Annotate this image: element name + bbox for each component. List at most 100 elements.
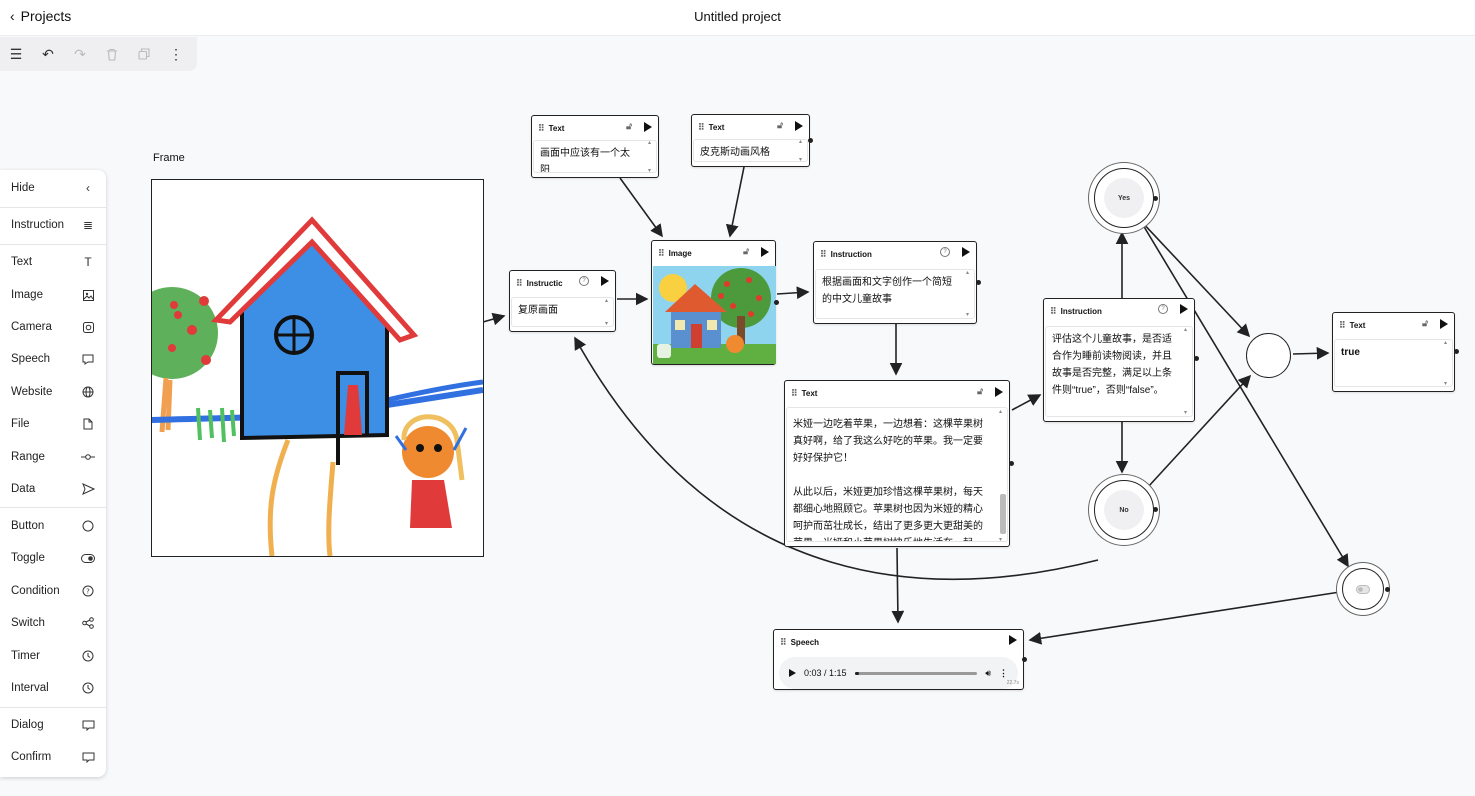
toggle-node[interactable] xyxy=(1342,568,1384,610)
palette-condition[interactable]: Condition? xyxy=(0,577,106,605)
globe-icon xyxy=(81,385,95,399)
redo-icon[interactable]: ↷ xyxy=(74,45,86,62)
share-icon xyxy=(81,616,95,630)
palette-label: Condition xyxy=(11,585,60,597)
palette-label: Interval xyxy=(11,682,49,694)
instruction-content[interactable]: 根据画面和文字创作一个简短的中文儿童故事 xyxy=(815,269,975,319)
palette-website[interactable]: Website xyxy=(0,378,106,406)
volume-icon[interactable]: 🔊︎ xyxy=(985,667,991,678)
drag-handle-icon[interactable]: ⠿ xyxy=(1339,319,1346,330)
instruction-node-restore[interactable]: ⠿ Instructic ? 复原画面 xyxy=(509,270,616,332)
drag-handle-icon[interactable]: ⠿ xyxy=(516,277,523,288)
run-button[interactable] xyxy=(1180,304,1188,314)
palette-label: Speech xyxy=(11,353,51,365)
story-content[interactable]: 米娅一边吃着苹果，一边想着：这棵苹果树真好啊，给了我这么好吃的苹果。我一定要好好… xyxy=(786,407,1008,542)
merge-node[interactable] xyxy=(1246,333,1291,378)
palette-switch[interactable]: Switch xyxy=(0,609,106,637)
trash-icon[interactable] xyxy=(96,37,128,71)
image-node[interactable]: ⠿ Image 🔓︎ xyxy=(651,240,776,365)
run-button[interactable] xyxy=(601,276,609,286)
palette-range[interactable]: Range xyxy=(0,443,106,471)
result-content[interactable]: true xyxy=(1334,339,1453,387)
lock-icon[interactable]: 🔓︎ xyxy=(977,386,983,396)
speech-node[interactable]: ⠿ Speech 0:03 / 1:15 🔊︎ ⋮ 22.7s xyxy=(773,629,1024,690)
help-icon[interactable]: ? xyxy=(1158,304,1168,314)
drag-handle-icon[interactable]: ⠿ xyxy=(1050,305,1057,316)
text-node-result[interactable]: ⠿ Text 🔓︎ true xyxy=(1332,312,1455,392)
more-vertical-icon[interactable]: ⋮ xyxy=(169,45,183,62)
drag-handle-icon[interactable]: ⠿ xyxy=(780,636,787,647)
undo-icon[interactable]: ↶ xyxy=(42,45,54,62)
audio-play-icon[interactable] xyxy=(789,669,796,677)
help-icon[interactable]: ? xyxy=(579,276,589,286)
palette-speech[interactable]: Speech xyxy=(0,345,106,373)
drag-handle-icon[interactable]: ⠿ xyxy=(791,387,798,398)
palette-camera[interactable]: Camera xyxy=(0,313,106,341)
file-icon xyxy=(81,417,95,431)
no-branch-node[interactable]: No xyxy=(1094,480,1154,540)
back-to-projects-button[interactable]: ‹ Projects xyxy=(10,8,71,24)
palette-label: Text xyxy=(11,256,33,268)
palette-instruction[interactable]: Instruction≣ xyxy=(0,211,106,239)
dialog-icon xyxy=(81,718,95,732)
drag-handle-icon[interactable]: ⠿ xyxy=(538,122,545,133)
image-icon xyxy=(81,288,95,302)
instruction-node-story[interactable]: ⠿ Instruction ? 根据画面和文字创作一个简短的中文儿童故事 xyxy=(813,241,977,324)
text-content[interactable]: 皮克斯动画风格 xyxy=(693,139,808,162)
palette-label: Timer xyxy=(11,650,40,662)
drawing-frame[interactable] xyxy=(151,179,484,557)
node-type-label: Text xyxy=(1349,320,1366,330)
palette-image[interactable]: Image xyxy=(0,281,106,309)
palette-hide[interactable]: Hide‹ xyxy=(0,174,106,202)
instruction-node-evaluate[interactable]: ⠿ Instruction ? 评估这个儿童故事，是否适合作为睡前读物阅读，并且… xyxy=(1043,298,1195,422)
lock-icon[interactable]: 🔓︎ xyxy=(1422,318,1428,328)
question-icon: ? xyxy=(81,584,95,598)
audio-progress[interactable] xyxy=(854,671,978,675)
audio-player[interactable]: 0:03 / 1:15 🔊︎ ⋮ xyxy=(779,657,1018,689)
palette-timer[interactable]: Timer xyxy=(0,642,106,670)
text-node-sun[interactable]: ⠿ Text 🔓︎ 画面中应该有一个太阳 xyxy=(531,115,659,178)
palette-label: Image xyxy=(11,289,43,301)
palette-confirm[interactable]: Confirm xyxy=(0,743,106,771)
drag-handle-icon[interactable]: ⠿ xyxy=(698,121,705,132)
lock-icon[interactable]: 🔓︎ xyxy=(626,121,632,131)
instruction-content[interactable]: 复原画面 xyxy=(511,297,614,327)
dialog-icon xyxy=(81,750,95,764)
help-icon[interactable]: ? xyxy=(940,247,950,257)
run-button[interactable] xyxy=(644,121,652,132)
palette-button[interactable]: Button xyxy=(0,512,106,540)
duplicate-icon[interactable] xyxy=(128,37,160,71)
palette-interval[interactable]: Interval xyxy=(0,674,106,702)
run-button[interactable] xyxy=(1009,635,1017,645)
no-label: No xyxy=(1104,490,1144,530)
speech-bubble-icon xyxy=(81,352,95,366)
run-button[interactable] xyxy=(995,386,1003,397)
more-vertical-icon[interactable]: ⋮ xyxy=(999,667,1008,678)
text-node-story[interactable]: ⠿ Text 🔓︎ 米娅一边吃着苹果，一边想着：这棵苹果树真好啊，给了我这么好吃… xyxy=(784,380,1010,547)
drag-handle-icon[interactable]: ⠿ xyxy=(820,248,827,259)
node-type-label: Instructic xyxy=(526,278,563,288)
palette-data[interactable]: Data xyxy=(0,475,106,503)
toggle-icon xyxy=(81,551,95,565)
menu-icon[interactable]: ☰ xyxy=(9,45,23,62)
node-type-label: Text xyxy=(801,388,818,398)
camera-icon xyxy=(81,320,95,334)
run-button[interactable] xyxy=(962,247,970,257)
lock-icon[interactable]: 🔓︎ xyxy=(743,246,749,256)
instruction-content[interactable]: 评估这个儿童故事，是否适合作为睡前读物阅读，并且故事是否完整，满足以上条件则“t… xyxy=(1045,326,1193,417)
text-content[interactable]: 画面中应该有一个太阳 xyxy=(533,140,657,173)
palette-dialog[interactable]: Dialog xyxy=(0,711,106,739)
lock-icon[interactable]: 🔓︎ xyxy=(777,120,783,130)
yes-branch-node[interactable]: Yes xyxy=(1094,168,1154,228)
text-node-style[interactable]: ⠿ Text 🔓︎ 皮克斯动画风格 xyxy=(691,114,810,167)
run-button[interactable] xyxy=(795,120,803,131)
palette-toggle[interactable]: Toggle xyxy=(0,544,106,572)
drag-handle-icon[interactable]: ⠿ xyxy=(658,247,665,258)
top-bar: ‹ Projects Untitled project xyxy=(0,0,1475,36)
run-button[interactable] xyxy=(761,246,769,257)
run-button[interactable] xyxy=(1440,318,1448,329)
palette-file[interactable]: File xyxy=(0,410,106,438)
palette-label: Hide xyxy=(11,182,35,194)
